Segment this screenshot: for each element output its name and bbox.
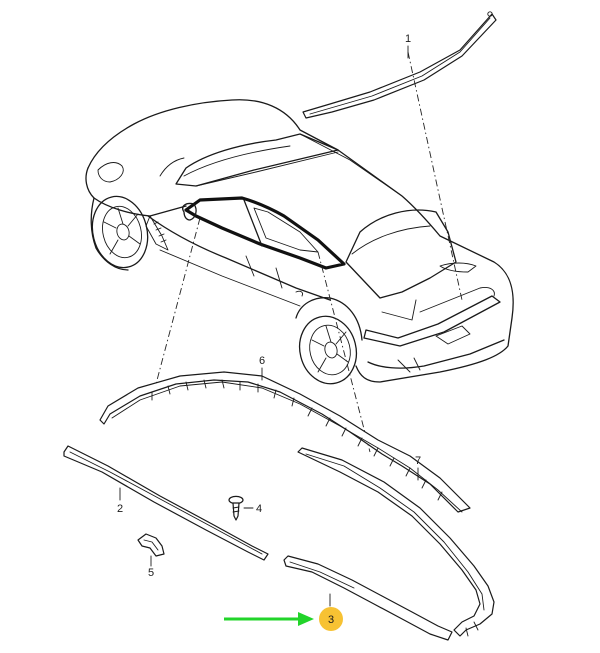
front-wheel	[91, 195, 149, 269]
part-2-sill-strip	[63, 445, 269, 561]
part-6-window-seal	[99, 371, 471, 513]
callout-1: 1	[405, 33, 411, 45]
callout-6: 6	[259, 355, 265, 367]
callout-labels: 1 2 3 4 5 6 7	[117, 33, 421, 631]
callout-5: 5	[148, 567, 154, 579]
car-illustration	[85, 99, 514, 385]
callout-7: 7	[415, 455, 421, 467]
part-3-seal-strip	[283, 555, 453, 641]
rear-wheel	[298, 315, 358, 385]
part-5-clip	[137, 533, 165, 567]
part-7-door-seal	[297, 447, 495, 637]
callout-2: 2	[117, 503, 123, 515]
part-4-screw	[228, 495, 254, 521]
part-1-roof-trim	[302, 11, 497, 119]
right-arrow-icon	[224, 612, 314, 626]
callout-4: 4	[256, 503, 262, 515]
callout-3: 3	[328, 614, 334, 626]
callout-3-highlight	[319, 607, 343, 631]
leader-lines	[155, 51, 463, 453]
